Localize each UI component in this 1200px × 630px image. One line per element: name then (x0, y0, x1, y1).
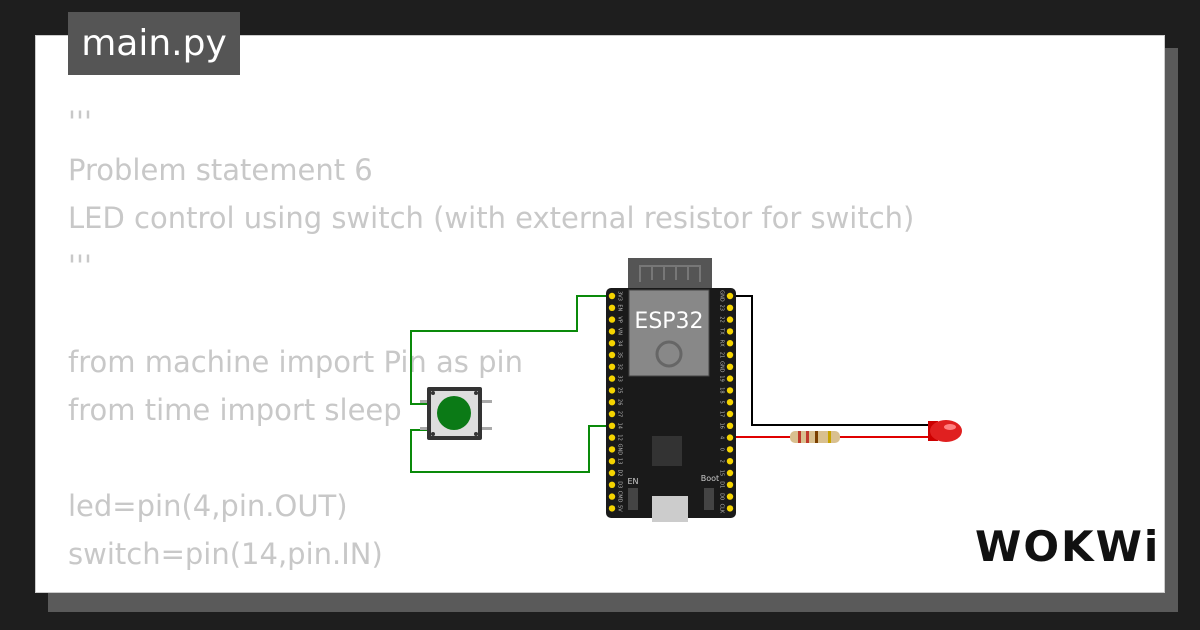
pin-0 (726, 446, 734, 453)
pin-3v3 (608, 292, 616, 300)
pin-label: D2 (617, 469, 623, 476)
pin-label: RX (719, 340, 725, 347)
pin-label: 14 (617, 423, 623, 429)
pin-label: 19 (719, 375, 725, 381)
pin-label: 25 (617, 387, 623, 393)
pin-tx (726, 328, 734, 335)
pin-label: GND (719, 361, 725, 373)
pin-label: 32 (617, 364, 623, 370)
pin-5 (726, 399, 734, 406)
pin-23 (726, 304, 734, 311)
pin-gnd (726, 292, 734, 300)
pin-d1 (726, 481, 734, 488)
pin-label: 5 (719, 401, 725, 404)
pin-17 (726, 410, 734, 418)
pin-gnd (608, 446, 616, 453)
pin-label: CMD (617, 491, 623, 503)
wire-gnd-to-led (730, 295, 928, 426)
pin-label: VN (617, 328, 623, 335)
pin-label: 13 (617, 458, 623, 464)
pin-vn (608, 328, 616, 335)
wire-14-to-button (410, 425, 612, 473)
pin-vp (608, 316, 616, 323)
pin-label: 35 (617, 352, 623, 358)
pin-21 (726, 351, 734, 359)
pin-35 (608, 351, 616, 359)
board-label: ESP32 (634, 309, 703, 334)
pin-26 (608, 399, 616, 406)
pin-33 (608, 375, 616, 382)
code-line: ''' (68, 249, 92, 283)
code-line: from machine import Pin as pin (68, 345, 523, 379)
pin-14 (608, 422, 616, 429)
pin-label: 22 (719, 316, 725, 322)
pin-d3 (608, 481, 616, 488)
pin-label: GND (617, 444, 623, 456)
wokwi-logo: WOKWi (975, 522, 1161, 571)
preview-card (35, 35, 1165, 593)
code-line: LED control using switch (with external … (68, 201, 915, 235)
pin-label: 27 (617, 411, 623, 417)
pin-label: 26 (617, 399, 623, 405)
pin-label: 15 (719, 470, 725, 476)
pin-label: 18 (719, 387, 725, 393)
pin-18 (726, 387, 734, 394)
code-line: led=pin(4,pin.OUT) (68, 489, 348, 523)
code-line: ''' (68, 105, 92, 139)
pin-25 (608, 387, 616, 394)
pin-16 (726, 422, 734, 429)
code-line: Problem statement 6 (68, 153, 373, 187)
pin-d0 (726, 493, 734, 500)
boot-label: Boot (701, 474, 719, 483)
pin-label: CLK (719, 504, 725, 514)
pin-rx (726, 340, 734, 347)
pin-34 (608, 340, 616, 347)
en-label: EN (627, 477, 638, 486)
pin-label: EN (617, 304, 623, 311)
pin-label: D1 (719, 481, 725, 488)
pin-gnd (726, 363, 734, 370)
file-tab: main.py (68, 12, 240, 75)
pin-4 (726, 434, 734, 441)
pin-27 (608, 410, 616, 418)
pin-15 (726, 469, 734, 477)
pin-label: 0 (719, 448, 725, 451)
pin-12 (608, 434, 616, 441)
pin-label: D3 (617, 481, 623, 488)
pin-label: 34 (617, 340, 623, 346)
code-line: switch=pin(14,pin.IN) (68, 537, 383, 571)
led (928, 420, 962, 442)
pin-clk (726, 505, 734, 512)
pin-label: 3V3 (617, 291, 623, 301)
pin-label: TX (719, 327, 725, 335)
code-preview: ''' Problem statement 6 LED control using … (68, 98, 914, 578)
wire-3v3-to-button (410, 295, 612, 405)
pin-label: 2 (719, 460, 725, 463)
esp32-board: ESP32 EN Boot 3V3ENVPVN34353233252627141… (606, 258, 736, 522)
pin-label: VP (617, 316, 623, 322)
pin-19 (726, 375, 734, 382)
pin-label: 33 (617, 375, 623, 381)
pin-label: 4 (719, 436, 725, 439)
pin-cmd (608, 493, 616, 500)
pin-label: D0 (719, 493, 725, 500)
pin-22 (726, 316, 734, 323)
pin-label: 17 (719, 411, 725, 417)
pin-2 (726, 458, 734, 465)
pin-label: 5V (617, 505, 623, 512)
pin-label: 23 (719, 305, 725, 311)
resistor (790, 431, 840, 443)
pin-label: 21 (719, 352, 725, 358)
pushbutton[interactable] (420, 387, 492, 440)
code-line: from time import sleep (68, 393, 402, 427)
pin-d2 (608, 469, 616, 477)
pin-label: GND (719, 290, 725, 302)
pin-label: 16 (719, 423, 725, 429)
pin-13 (608, 458, 616, 465)
pin-5v (608, 505, 616, 512)
pin-en (608, 304, 616, 311)
pin-label: 12 (617, 434, 623, 440)
pin-32 (608, 363, 616, 370)
